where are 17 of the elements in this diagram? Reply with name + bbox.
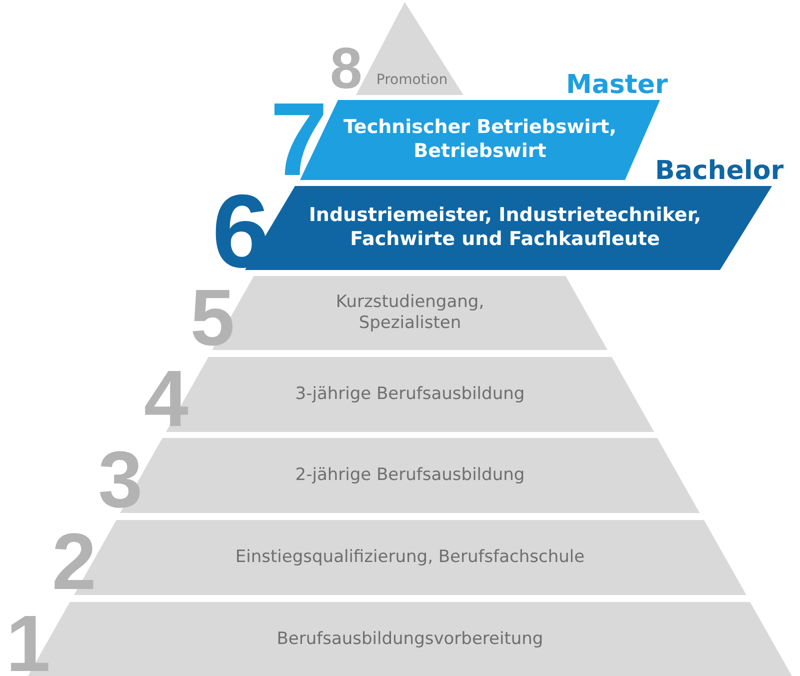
degree-label: Bachelor	[655, 158, 784, 184]
level-label: Berufsausbildungsvorbereitung	[276, 628, 544, 650]
level-number: 3	[98, 440, 143, 520]
level-label: Einstiegsqualifizierung, Berufsfachschule	[234, 547, 586, 568]
degree-label: Master	[566, 72, 668, 98]
level-number: 2	[52, 522, 96, 602]
level-number: 7	[270, 88, 328, 192]
level-label: Industriemeister, Industrietechniker, Fachwirte und Fachkaufleute	[308, 204, 702, 252]
level-label: Kurzstudiengang, Spezialisten	[334, 292, 486, 334]
level-label: Technischer Betriebswirt, Betriebswirt	[342, 116, 618, 164]
level-number: 5	[190, 278, 235, 358]
level-label: Promotion	[375, 72, 449, 90]
level-label: 3-jährige Berufsausbildung	[294, 384, 526, 406]
level-number: 1	[6, 604, 51, 676]
level-label: 2-jährige Berufsausbildung	[294, 465, 526, 486]
level-number: 4	[144, 359, 188, 439]
level-number: 8	[330, 40, 362, 98]
